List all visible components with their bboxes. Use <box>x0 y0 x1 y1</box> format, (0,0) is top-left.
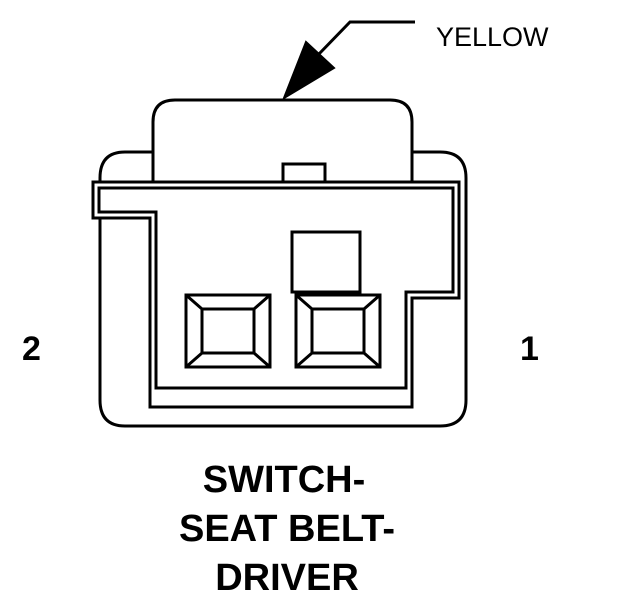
wire-color-leader-line <box>316 20 415 57</box>
wire-color-label: YELLOW <box>436 22 549 52</box>
pin-label-right: 1 <box>520 330 539 368</box>
cavity-outline-inner <box>97 186 455 390</box>
component-title-line-3: DRIVER <box>215 557 359 599</box>
wire-color-arrow-icon <box>281 40 336 101</box>
latch-tab <box>281 162 327 184</box>
component-title-line-2: SEAT BELT- <box>179 508 395 550</box>
terminal-cavity-pin-2 <box>184 293 272 369</box>
terminal-cavity-pin-1 <box>294 293 382 369</box>
pin-label-left: 2 <box>22 330 41 368</box>
component-title-line-1: SWITCH- <box>203 459 366 501</box>
keying-square <box>290 230 362 294</box>
